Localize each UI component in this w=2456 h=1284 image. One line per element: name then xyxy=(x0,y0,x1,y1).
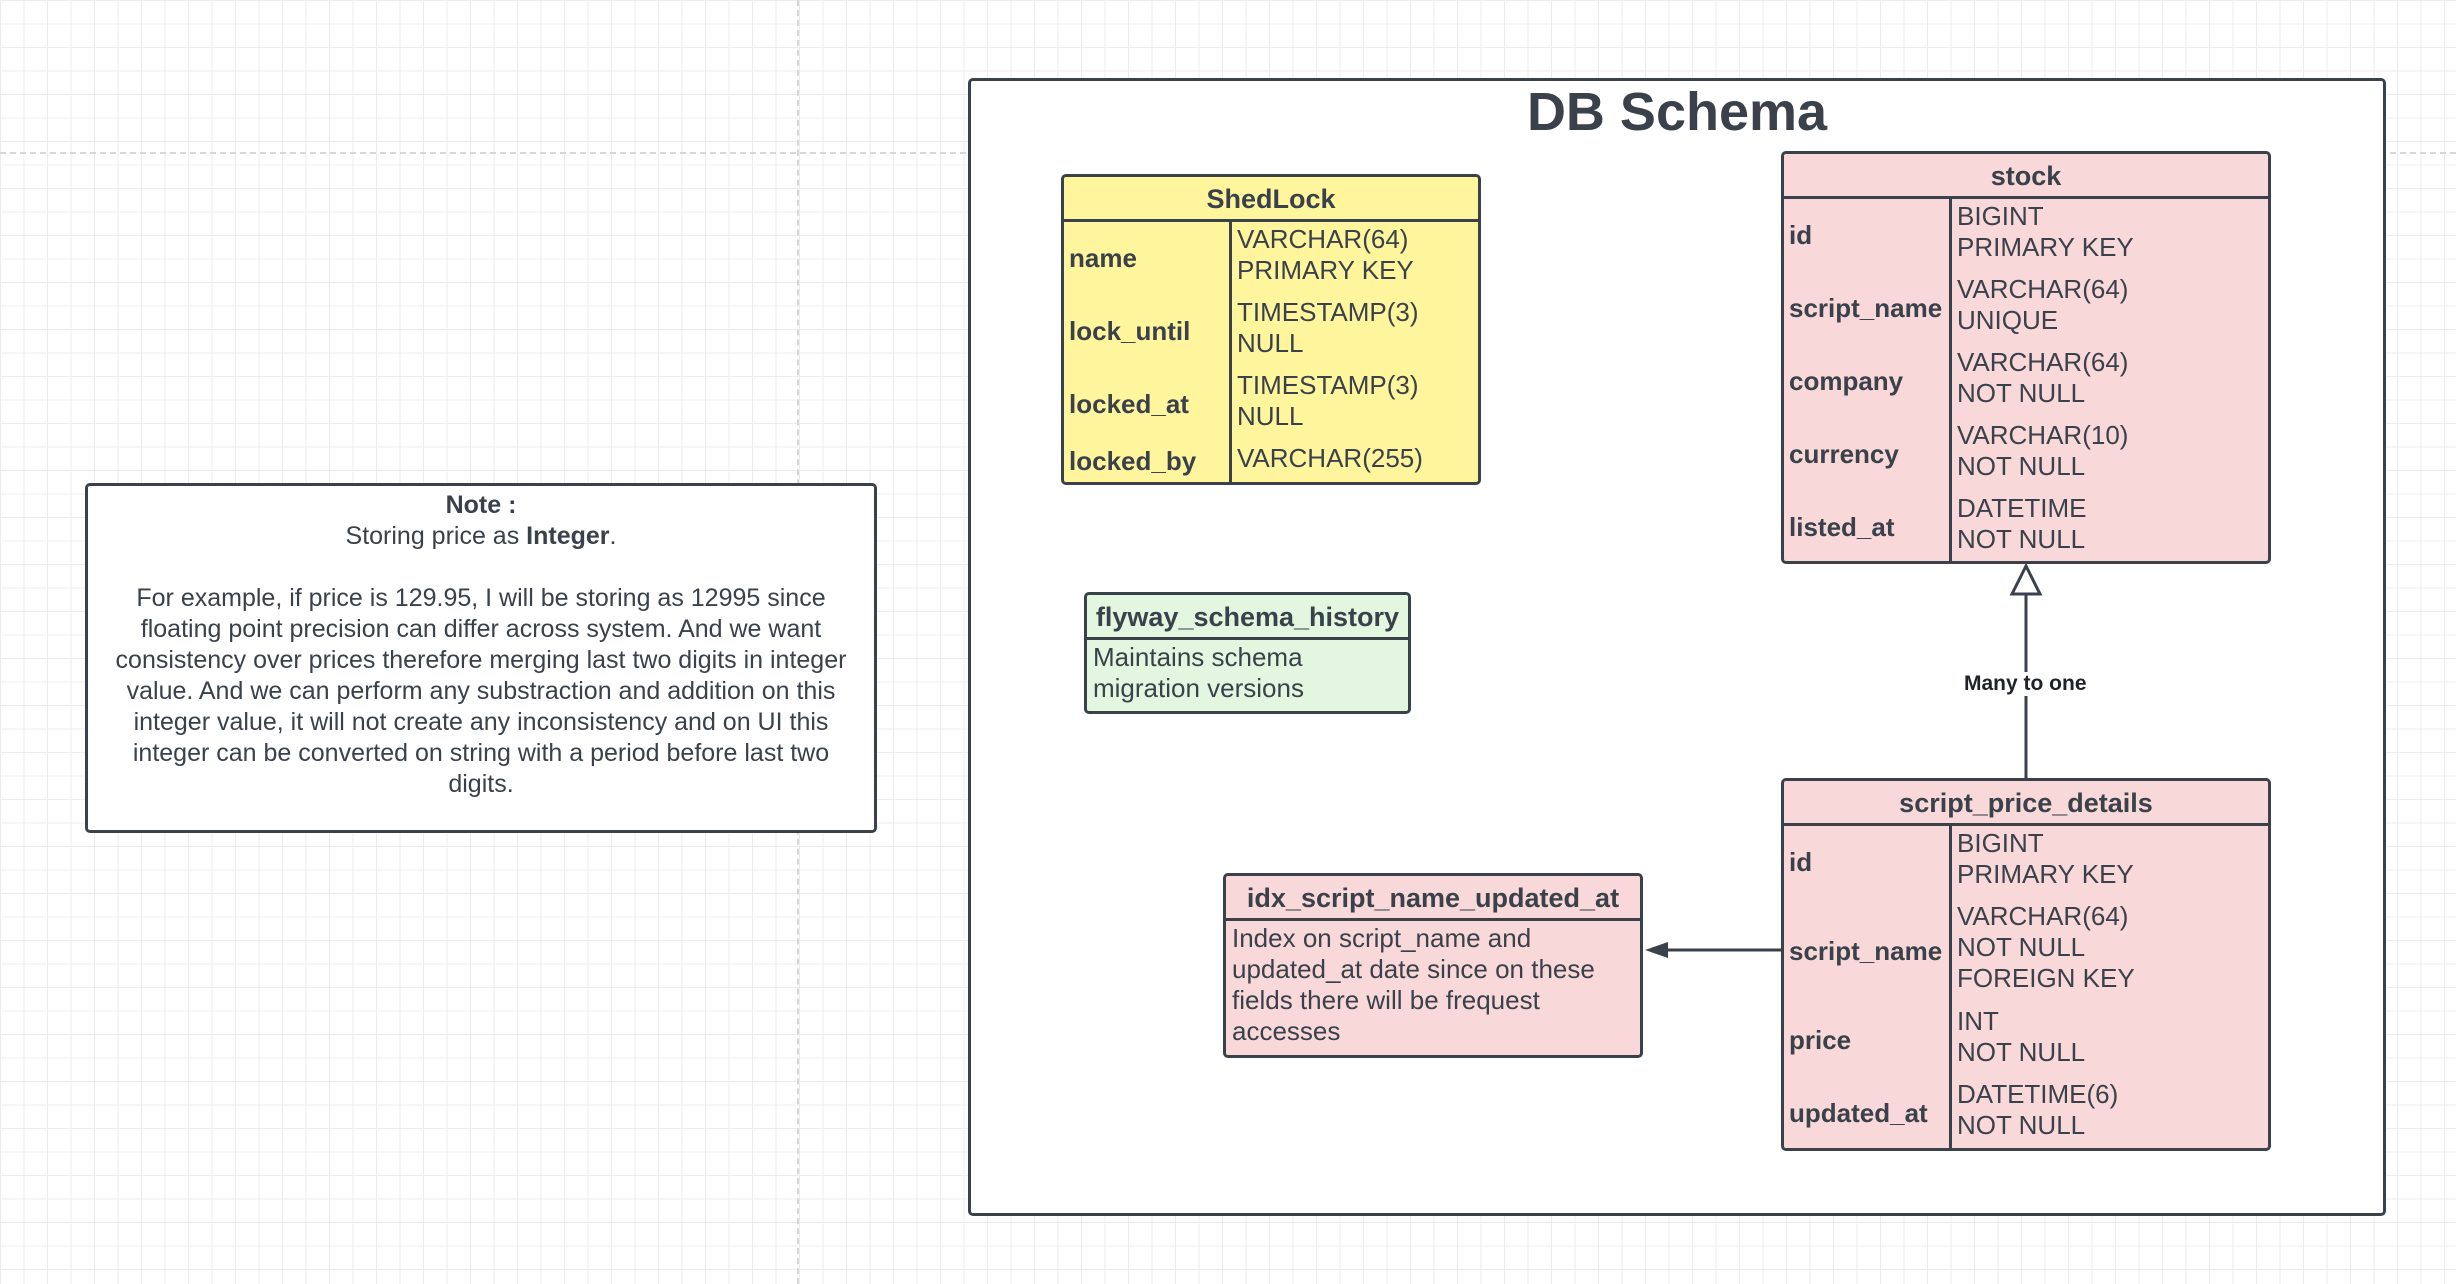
column-type-line: PRIMARY KEY xyxy=(1957,859,2134,889)
column-name: id xyxy=(1784,826,1952,899)
column-type: DATETIME(6)NOT NULL xyxy=(1952,1077,2119,1148)
column-type-line: BIGINT xyxy=(1957,201,2044,231)
entity-header: idx_script_name_updated_at xyxy=(1226,876,1640,921)
index-arrow-head xyxy=(1645,942,1668,958)
column-type-line: VARCHAR(64) xyxy=(1957,274,2129,304)
column-type: VARCHAR(255) xyxy=(1232,441,1423,482)
column-name: locked_at xyxy=(1064,368,1232,441)
many-to-one-label: Many to one xyxy=(1962,672,2089,696)
column-type-line: NOT NULL xyxy=(1957,524,2086,554)
column-name: script_name xyxy=(1784,899,1952,1004)
column-type-line: PRIMARY KEY xyxy=(1957,232,2134,262)
column-name: script_name xyxy=(1784,272,1952,345)
note-line: Storing price as Integer. xyxy=(345,522,617,550)
column-type: VARCHAR(10)NOT NULL xyxy=(1952,418,2128,491)
column-type: TIMESTAMP(3)NULL xyxy=(1232,295,1419,368)
column-name: name xyxy=(1064,222,1232,295)
note-heading: Note : xyxy=(445,491,517,519)
entity-flyway-schema-history[interactable]: flyway_schema_history Maintains schema m… xyxy=(1084,592,1411,714)
note-line-bold: Integer xyxy=(526,522,610,550)
column-name: company xyxy=(1784,345,1952,418)
table-header: ShedLock xyxy=(1064,177,1478,222)
column-type-line: VARCHAR(64) xyxy=(1957,901,2129,931)
column-type-line: NULL xyxy=(1237,401,1304,431)
column-type-line: DATETIME(6) xyxy=(1957,1079,2119,1109)
entity-index-script-name-updated-at[interactable]: idx_script_name_updated_at Index on scri… xyxy=(1223,873,1643,1058)
note-body: For example, if price is 129.95, I will … xyxy=(115,584,847,798)
column-type-line: TIMESTAMP(3) xyxy=(1237,297,1419,327)
container-title: DB Schema xyxy=(1526,82,1828,142)
inheritance-arrow-head xyxy=(2009,562,2043,596)
column-type-line: DATETIME xyxy=(1957,493,2087,523)
entity-header: flyway_schema_history xyxy=(1087,595,1408,640)
entity-description: Maintains schema migration versions xyxy=(1093,642,1304,703)
column-type: VARCHAR(64)NOT NULL xyxy=(1952,345,2128,418)
column-type-line: FOREIGN KEY xyxy=(1957,963,2135,993)
column-type: TIMESTAMP(3)NULL xyxy=(1232,368,1419,441)
column-type-line: NOT NULL xyxy=(1957,1110,2086,1140)
column-type-line: NOT NULL xyxy=(1957,932,2086,962)
column-name: currency xyxy=(1784,418,1952,491)
column-type: VARCHAR(64)PRIMARY KEY xyxy=(1232,222,1414,295)
note-box[interactable]: Note : Storing price as Integer. For exa… xyxy=(85,483,877,833)
column-type-line: INT xyxy=(1957,1006,1999,1036)
column-name: price xyxy=(1784,1004,1952,1077)
column-type-line: UNIQUE xyxy=(1957,305,2059,335)
column-type: VARCHAR(64)UNIQUE xyxy=(1952,272,2128,345)
table-header: stock xyxy=(1784,154,2268,199)
column-type-line: NOT NULL xyxy=(1957,378,2086,408)
column-type-line: VARCHAR(255) xyxy=(1237,443,1423,473)
table-header: script_price_details xyxy=(1784,781,2268,826)
column-type-line: VARCHAR(10) xyxy=(1957,420,2129,450)
column-type-line: PRIMARY KEY xyxy=(1237,255,1414,285)
column-type-line: VARCHAR(64) xyxy=(1957,347,2129,377)
column-type-line: VARCHAR(64) xyxy=(1237,224,1409,254)
column-type-line: BIGINT xyxy=(1957,828,2044,858)
column-name: updated_at xyxy=(1784,1077,1952,1148)
column-name: id xyxy=(1784,199,1952,272)
column-name: locked_by xyxy=(1064,441,1232,482)
column-name: lock_until xyxy=(1064,295,1232,368)
column-type-line: NOT NULL xyxy=(1957,1037,2086,1067)
entity-description: Index on script_name and updated_at date… xyxy=(1232,923,1595,1046)
column-name: listed_at xyxy=(1784,491,1952,561)
column-type-line: NULL xyxy=(1237,328,1304,358)
column-type-line: NOT NULL xyxy=(1957,451,2086,481)
column-type-line: TIMESTAMP(3) xyxy=(1237,370,1419,400)
